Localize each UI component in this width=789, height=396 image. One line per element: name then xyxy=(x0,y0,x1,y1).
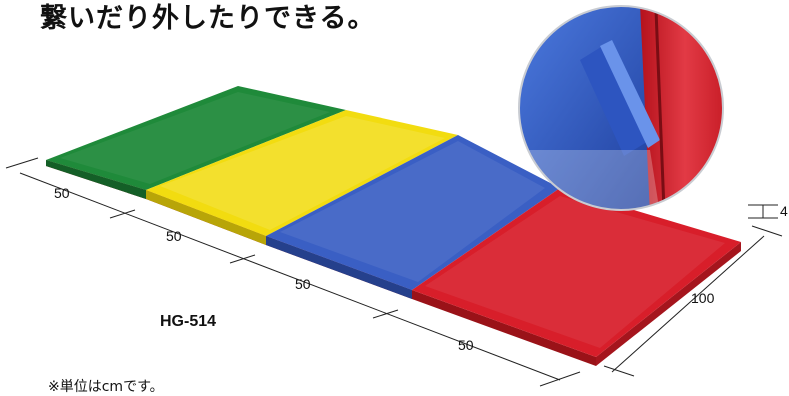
dim-label-depth: 100 xyxy=(691,290,715,306)
mat-side-front-green xyxy=(46,160,146,199)
zoom-circle-border xyxy=(518,5,724,211)
mat-panel-red xyxy=(412,188,741,357)
dim-label-panel2: 50 xyxy=(166,228,182,244)
mat-side-front-yellow xyxy=(146,190,266,245)
unit-note: ※単位はcmです。 xyxy=(48,379,164,395)
model-number: HG-514 xyxy=(160,313,217,330)
zoom-detail xyxy=(519,6,723,210)
mat-side-front-blue xyxy=(266,236,412,299)
mat-side-right xyxy=(596,242,741,366)
mat-panel-blue xyxy=(266,135,560,290)
dim-label-panel3: 50 xyxy=(295,276,311,292)
dim-label-panel4: 50 xyxy=(458,337,474,353)
mat-panel-green xyxy=(46,86,346,190)
headline-text: 繋いだり外したりできる。 xyxy=(40,3,376,34)
dimension-lines xyxy=(5,157,783,387)
mat-panel-yellow xyxy=(146,110,458,236)
dim-label-panel1: 50 xyxy=(54,185,70,201)
dim-label-thickness: 4 xyxy=(780,203,788,219)
